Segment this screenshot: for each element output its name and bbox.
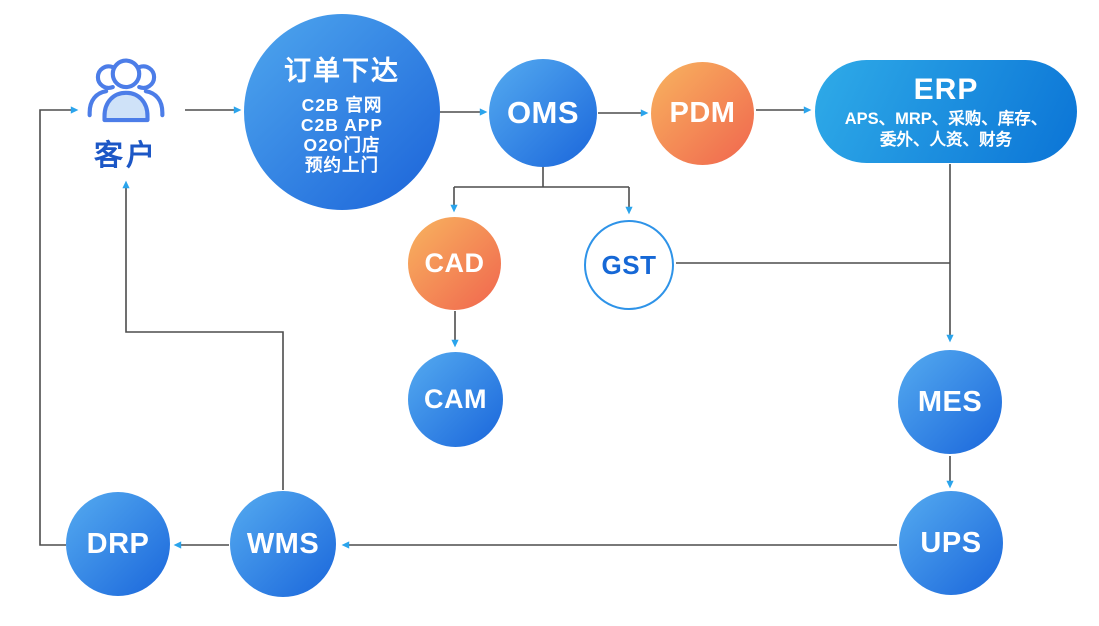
node-drp-label: DRP <box>86 527 150 560</box>
node-order: 订单下达 C2B 官网 C2B APP O2O门店 预约上门 <box>244 14 440 210</box>
node-mes: MES <box>898 350 1002 454</box>
arrow-drp-to-customer <box>39 106 79 546</box>
node-order-line: C2B 官网 <box>301 95 383 115</box>
node-ups-label: UPS <box>920 526 982 559</box>
node-cad-label: CAD <box>424 248 485 278</box>
node-pdm-label: PDM <box>669 97 736 129</box>
node-erp: ERP APS、MRP、采购、库存、 委外、人资、财务 <box>815 60 1077 163</box>
node-erp-title: ERP <box>913 72 979 106</box>
node-customer: 客户 <box>76 54 176 174</box>
node-wms-label: WMS <box>246 527 320 560</box>
node-drp: DRP <box>66 492 170 596</box>
node-order-title: 订单下达 <box>284 56 400 86</box>
node-erp-line: APS、MRP、采购、库存、 <box>844 109 1048 128</box>
customer-label: 客户 <box>93 140 158 172</box>
node-mes-label: MES <box>917 385 983 418</box>
node-cam: CAM <box>408 352 503 447</box>
node-order-line: O2O门店 <box>303 135 381 155</box>
node-erp-line: 委外、人资、财务 <box>880 130 1012 149</box>
node-pdm: PDM <box>651 62 754 165</box>
node-order-line: 预约上门 <box>305 155 379 175</box>
customers-icon <box>87 58 165 123</box>
node-order-line: C2B APP <box>300 115 384 135</box>
node-ups: UPS <box>899 491 1003 595</box>
node-gst: GST <box>584 220 674 310</box>
node-cad: CAD <box>408 217 501 310</box>
node-gst-label: GST <box>601 249 657 280</box>
node-wms: WMS <box>230 491 336 597</box>
arrow-wms-to-customer <box>122 180 284 490</box>
node-oms-label: OMS <box>506 95 580 130</box>
node-cam-label: CAM <box>424 384 487 414</box>
node-oms: OMS <box>489 59 597 167</box>
